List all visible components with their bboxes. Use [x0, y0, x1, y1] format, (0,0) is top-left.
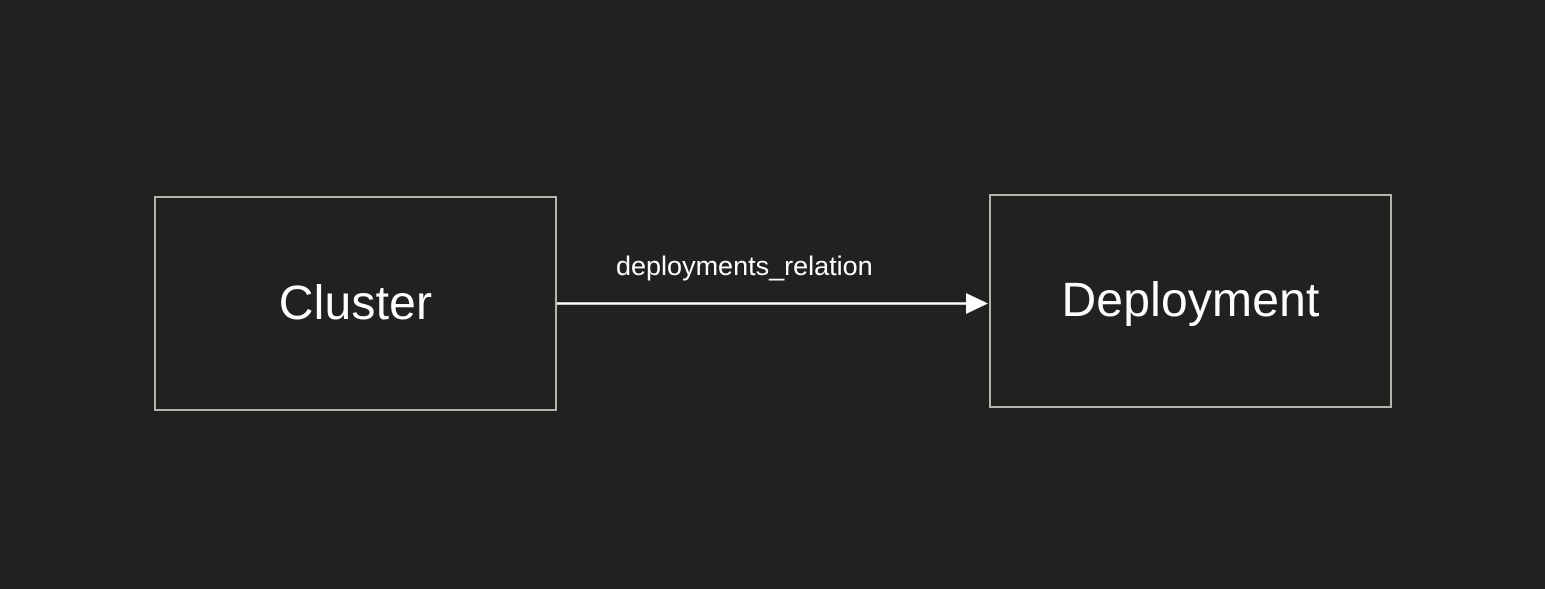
node-deployment[interactable]: Deployment	[989, 194, 1392, 408]
arrow-head-icon	[966, 293, 988, 314]
node-cluster-label: Cluster	[278, 276, 433, 330]
node-cluster[interactable]: Cluster	[154, 196, 557, 411]
edge-label-deployments-relation: deployments_relation	[616, 251, 873, 281]
node-deployment-label: Deployment	[1061, 274, 1320, 327]
edge-deployments-relation[interactable]	[557, 293, 988, 314]
